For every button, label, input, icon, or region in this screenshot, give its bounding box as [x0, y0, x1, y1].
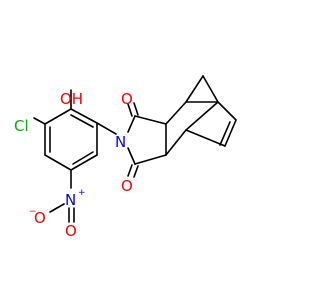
imide-ring [127, 115, 167, 165]
nitro-nitrogen-label: N [65, 191, 76, 209]
lower-carbonyl-to-bridgehead-bond [134, 154, 167, 165]
nitro-oxygen-bottom-label: O [65, 222, 77, 240]
lower-carbonyl-double-bond [127, 164, 133, 177]
carbonyl-bottom-oxygen-label: O [121, 177, 133, 195]
ring-bond [44, 154, 72, 171]
n-to-lower-carbonyl-bond [127, 147, 136, 165]
nitro-o-left-bond [49, 203, 65, 213]
alkene-bond [224, 119, 237, 147]
bridge-bond [202, 75, 219, 103]
ring-bond [185, 129, 226, 147]
nitro-oxygen-left-charge: − [29, 207, 37, 217]
structure-canvas: OH Cl O O N N + O − O [14, 75, 237, 240]
upper-carbonyl-to-bridgehead-bond [134, 115, 167, 125]
ring-bond [44, 108, 72, 125]
upper-carbonyl-double-bond [127, 103, 133, 117]
nitro-oxygen-left-label: O [34, 209, 46, 227]
ring-double-bond [72, 151, 94, 165]
ring-double-bond [70, 114, 94, 128]
bridgehead-bond [165, 101, 187, 125]
norbornene-ring [165, 75, 237, 156]
carbonyl-top-oxygen-label: O [121, 90, 133, 108]
ring-bond [70, 108, 98, 124]
chlorine-label: Cl [14, 117, 29, 135]
alkene-double-bond [219, 121, 231, 146]
ring-bond [217, 101, 237, 121]
ring-bond [185, 101, 219, 131]
ring-bond [70, 154, 98, 171]
ring-to-imide-bond [96, 122, 117, 135]
n-to-upper-carbonyl-bond [127, 115, 136, 133]
upper-carbonyl-double-bond [133, 102, 139, 116]
hydroxyl-label: OH [60, 90, 83, 108]
nitro-nitrogen-charge: + [78, 188, 86, 198]
bridgehead-bond [165, 129, 187, 156]
bridge-bond [185, 75, 204, 103]
lower-carbonyl-double-bond [133, 165, 139, 178]
imide-nitrogen-label: N [115, 133, 126, 151]
chlorine-bond [33, 117, 46, 125]
molecule-structure: OH Cl O O N N + O − O [14, 75, 237, 240]
aromatic-ring [44, 108, 98, 171]
